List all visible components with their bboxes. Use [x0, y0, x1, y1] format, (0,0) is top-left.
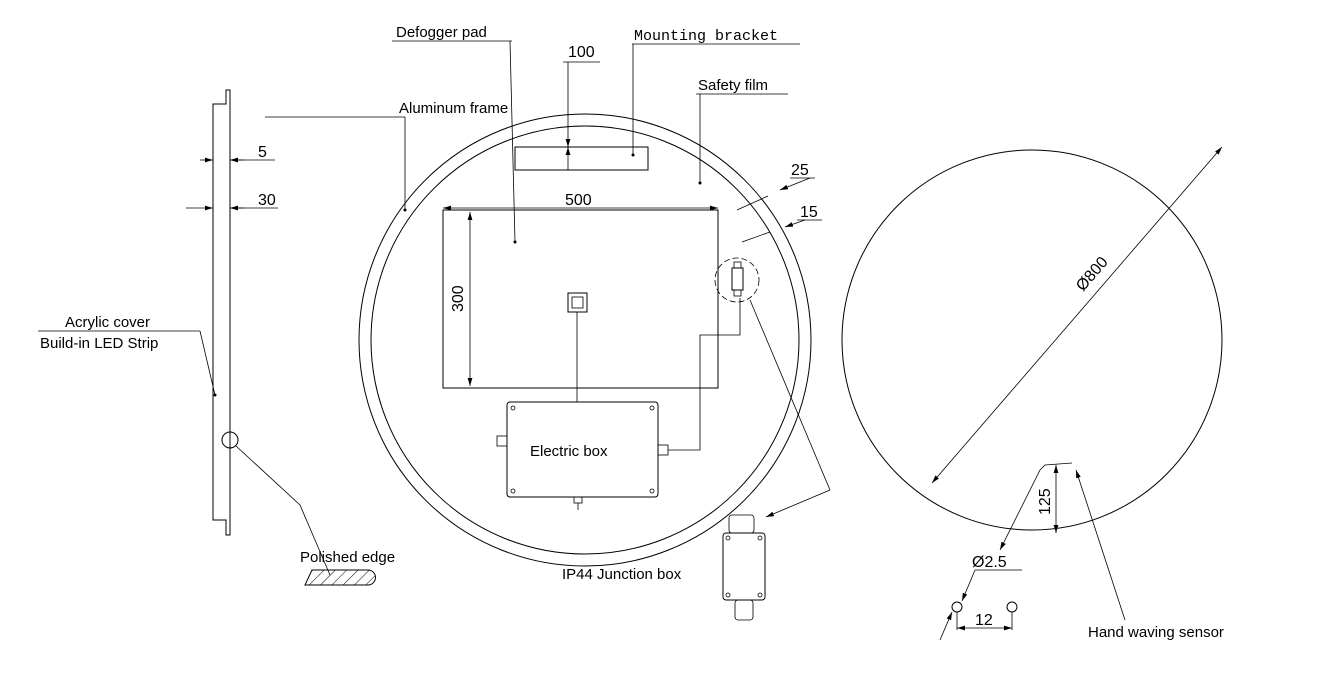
- defogger-pad: [442, 209, 719, 389]
- aluminum-frame-label: Aluminum frame: [399, 100, 508, 117]
- front-view: Ø800 125 Ø2.5 12 Hand waving sensor: [841, 146, 1224, 641]
- junction-detail-circle: [714, 257, 760, 303]
- hole-diameter: Ø2.5: [972, 554, 1007, 571]
- back-view: Defogger pad 100 Mounting bracket Safety…: [265, 24, 831, 621]
- dim-5: 5: [258, 144, 267, 161]
- mounting-bracket-label: Mounting bracket: [634, 28, 778, 45]
- dim-100: 100: [568, 44, 595, 61]
- inner-frame: [370, 125, 800, 555]
- led-strip-label: Build-in LED Strip: [40, 335, 158, 352]
- safety-film-label: Safety film: [698, 77, 768, 94]
- dim-25: 25: [791, 162, 809, 179]
- junction-box-label: IP44 Junction box: [562, 566, 682, 583]
- polished-edge-label: Polished edge: [300, 549, 395, 566]
- mirror-profile: [212, 89, 231, 536]
- dim-30: 30: [258, 192, 276, 209]
- side-view: 5 30 Acrylic cover Build-in LED Strip Po…: [38, 89, 395, 586]
- electric-box-label: Electric box: [530, 443, 608, 460]
- dim-500: 500: [565, 192, 592, 209]
- edge-detail-circle: [221, 431, 239, 449]
- hand-waving-sensor-label: Hand waving sensor: [1088, 624, 1224, 641]
- polished-edge-hatch: [304, 569, 376, 586]
- ip44-junction-box: [722, 532, 766, 601]
- junction-box-small: [731, 267, 744, 291]
- defogger-pad-label: Defogger pad: [396, 24, 487, 41]
- outer-frame: [358, 113, 812, 567]
- sensor-hole-left: [951, 601, 963, 613]
- dim-300: 300: [450, 285, 467, 312]
- acrylic-cover-label: Acrylic cover: [65, 314, 150, 331]
- dim-12: 12: [975, 612, 993, 629]
- sensor-module: [567, 292, 588, 313]
- dim-15: 15: [800, 204, 818, 221]
- dim-125: 125: [1037, 488, 1054, 515]
- sensor-hole-right: [1006, 601, 1018, 613]
- diameter-800: Ø800: [1073, 254, 1112, 295]
- mounting-bracket: [514, 146, 649, 171]
- mirror-circle: [841, 149, 1223, 531]
